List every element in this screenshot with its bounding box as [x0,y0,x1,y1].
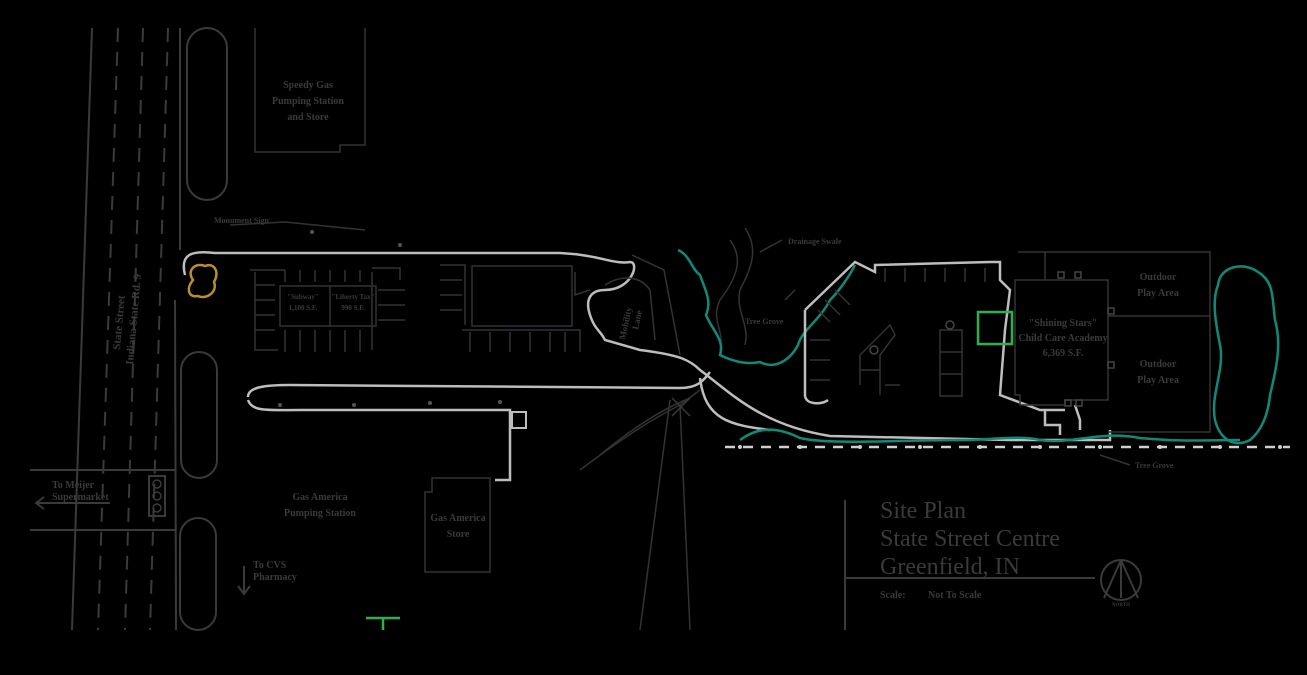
to-cvs-label-1: To CVS [253,560,287,571]
speedway-lot-edge [229,221,366,231]
gas-america-store-label-1: Gas America [430,513,485,524]
scale-value: Not To Scale [928,590,982,601]
drawing-frame [10,24,1297,672]
child-care-name: "Shining Stars" [1029,318,1098,329]
utility-marker-icon [366,616,400,630]
outdoor-play-2-label-2: Play Area [1137,375,1179,386]
child-care-lot-west-curb [803,310,829,405]
outdoor-play-2-label-1: Outdoor [1140,359,1177,370]
gas-america-store-label-2: Store [447,529,470,540]
tenant-2-area: 990 S.F. [341,304,365,312]
speedway-label-3: and Store [287,112,329,123]
playground-highlight [976,310,1014,346]
north-arrow-icon [1100,559,1142,601]
access-drive-curb [182,251,1112,442]
north-label: NORTH [1112,603,1130,608]
drainage-swale-line-1 [715,239,739,351]
outdoor-play-1-label-1: Outdoor [1140,272,1177,283]
speedway-label-2: Pumping Station [272,96,344,107]
speedway-building [254,28,366,153]
scale-label: Scale: [880,590,906,601]
title-line-1: Site Plan [880,498,966,524]
title-line-3: Greenfield, IN [880,554,1020,580]
tree-grove-2-label: Tree Grove [1135,461,1174,470]
drive-connector-curb [698,377,771,432]
outdoor-play-areas [1018,251,1211,433]
to-meijer-label-2: Supermarket [52,492,109,503]
tenant-1-name: "Subway" [287,293,319,301]
gas-america-pumping-label-1: Gas America [292,492,347,503]
monument-sign-icon [187,263,218,299]
monument-sign-label: Monument Sign [214,216,269,225]
tree-line-south [739,428,1241,443]
mobility-lane-edge [631,254,681,356]
child-care-area: 6,369 S.F. [1043,348,1084,359]
access-drive-north-curb [246,371,711,398]
title-line-2: State Street Centre [880,526,1060,552]
tree-grove-east [1212,265,1280,445]
speedway-label-1: Speedy Gas [283,80,333,91]
gas-america-pumping-label-2: Pumping Station [284,508,356,519]
drainage-swale-line-2 [738,227,754,346]
gas-america-curb [246,399,512,482]
child-care-lot-curb [804,260,1065,412]
gas-america-island [511,411,527,429]
central-parking-stalls [440,264,581,352]
state-street-road [30,27,181,631]
gas-america-store-building [424,477,491,573]
traffic-signal-icon [148,475,166,517]
child-care-parking-stalls [810,268,986,397]
outdoor-play-1-label-2: Play Area [1137,288,1179,299]
drainage-swale-label: Drainage Swale [788,237,842,246]
mobility-lane-label-2: Lane [630,309,644,330]
child-care-type: Child Care Academy [1018,333,1107,344]
retail-building [279,285,377,327]
median-middle [180,351,218,479]
tree-grove-1-label: Tree Grove [745,317,784,326]
tenant-1-area: 1,100 S.F. [289,304,318,312]
to-cvs-label-2: Pharmacy [253,572,297,583]
to-meijer-arrow-icon [34,496,110,510]
to-meijer-label-1: To Meijer [52,480,95,491]
title-block: Site Plan State Street Centre Greenfield… [844,498,1095,630]
median-north [186,27,228,201]
state-street-label: State Street [111,295,128,351]
tenant-2-name: "Liberty Tax" [332,293,375,301]
tree-grove-west [677,248,857,367]
median-south [179,517,217,631]
retail-parking-stalls [250,267,405,352]
to-cvs-arrow-icon [237,566,251,596]
